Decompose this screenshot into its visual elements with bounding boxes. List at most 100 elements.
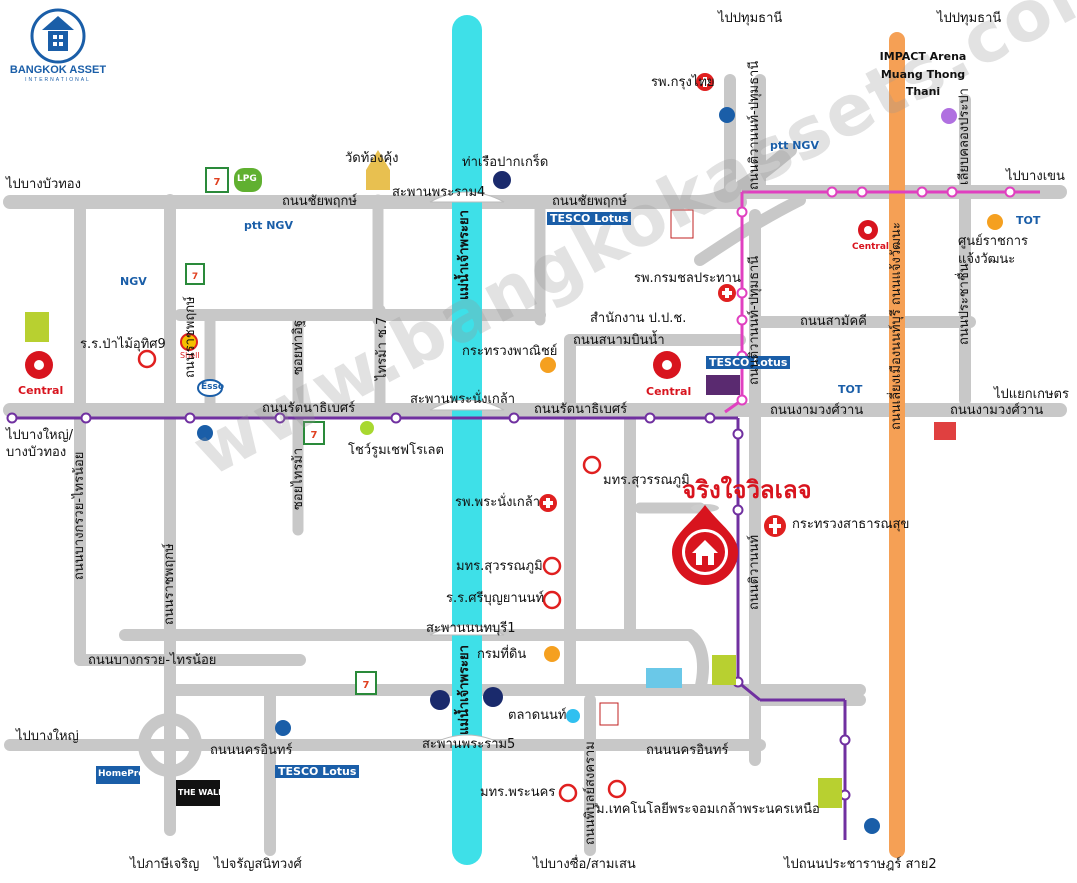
impact-dot	[941, 108, 957, 124]
logo-sub: INTERNATIONAL	[25, 77, 91, 83]
sainma-7-label: ไทรม้า ซ.7	[375, 316, 390, 380]
market-dot	[566, 709, 580, 723]
land-dept-label: กรมที่ดิน	[477, 647, 527, 662]
ptt-icons	[197, 107, 880, 834]
chaiyaphruek-1-label: ถนนชัยพฤกษ์	[282, 194, 357, 209]
university-icons	[542, 455, 627, 803]
to-bangkhen: ไปบางเขน	[1006, 169, 1065, 184]
to-phasicharoen: ไปภาษีเจริญ	[130, 857, 200, 872]
ngamwongwan-1-label: ถนนงามวงศ์วาน	[770, 403, 864, 418]
bridge-nangklao-label: สะพานพระนั่งเกล้า	[410, 392, 516, 407]
wat-tongkung-label: วัดท้องคุ้ง	[345, 151, 399, 166]
bangkruai-sainoi-v-label: ถนนบางกรวย-ไทรน้อย	[72, 451, 87, 580]
ngamwongwan-2-label: ถนนงามวงศ์วาน	[950, 403, 1044, 418]
thewalk: THE WALK	[178, 788, 225, 797]
chaengwattana-label: ถนนเลี่ยงเมืองนนท์บุรี ถนนแจ้งวัฒนะ	[889, 222, 904, 430]
store-icons: 7 7 7 7	[25, 150, 956, 808]
soi-sainma-label: ซอยไทรม้า	[291, 447, 306, 510]
tiwanon-1-label: ถนนติวานนท์-ปทุมธานี	[747, 60, 762, 190]
nakhon-in-1-label: ถนนนครอินทร์	[210, 743, 293, 758]
to-pathumthani-2: ไปปทุมธานี	[937, 11, 1002, 26]
road-network	[3, 74, 1067, 856]
chaiyaphruek-2-label: ถนนชัยพฤกษ์	[552, 194, 627, 209]
logo-name: BANGKOK ASSET	[9, 64, 107, 76]
suvarnabhumi-u-label: มทร.สุวรรณภูมิ	[456, 559, 543, 574]
svg-text:7: 7	[214, 177, 221, 188]
ratchaphruek-2-label: ถนนราชพฤกษ์	[162, 543, 177, 625]
hospital-icons	[539, 73, 786, 537]
pink-line-stations	[736, 186, 1016, 406]
liab-klong-label: เลียบคลองประปา	[957, 88, 972, 185]
office-pp-label: สำนักงาน ป.ป.ช.	[590, 311, 687, 326]
nonthaburi-market-label: ตลาดนนท์	[508, 708, 567, 723]
phibun-label: ถนนพิบูลย์สงคราม	[583, 741, 598, 845]
tot-1: TOT	[1016, 214, 1041, 227]
purple-line-stations	[6, 412, 851, 801]
to-bangyai: ไปบางใหญ่	[16, 729, 79, 744]
tot-2: TOT	[838, 383, 863, 396]
kmutnb-label: ม.เทคโนโลยีพระจอมเกล้าพระนครเหนือ	[596, 802, 820, 817]
svg-text:7: 7	[192, 272, 198, 282]
bridges	[429, 191, 505, 746]
nakhon-in-2-label: ถนนนครอินทร์	[646, 743, 729, 758]
project-name: จริงใจวิลเลจ	[682, 476, 812, 504]
to-prachaharat: ไปถนนประชาราษฎร์ สาย2	[784, 857, 937, 872]
chao-phraya-2-label: แม่น้ำเจ้าพระยา	[457, 645, 472, 735]
ratchaphruek-1-label: ถนนราชพฤกษ์	[183, 296, 198, 378]
ngv-3: NGV	[120, 275, 147, 288]
chevrolet-label: โชว์รูมเชฟโรเลต	[348, 443, 444, 458]
svg-text:7: 7	[311, 430, 318, 441]
to-bangbuathong: ไปบางบัวทอง	[6, 177, 81, 192]
sanambinnam-label: ถนนสนามบินน้ำ	[573, 333, 665, 348]
ptt-ngv-2: ptt NGV	[770, 139, 819, 152]
esso: Esso	[201, 382, 225, 392]
bangkruai-sainoi-label: ถนนบางกรวย-ไทรน้อย	[88, 653, 217, 668]
samakkhi-label: ถนนสามัคคี	[800, 314, 867, 329]
to-charansanitwong: ไปจรัญสนิทวงศ์	[214, 857, 302, 872]
health-ministry-label: กระทรวงสาธารณสุข	[792, 517, 910, 532]
bangkok-asset-logo	[30, 8, 86, 64]
gov-dots	[540, 214, 1003, 662]
purple-line	[12, 416, 847, 840]
to-yaek-kaset: ไปแยกเกษตร	[994, 387, 1069, 402]
rattanathibet-1-label: ถนนรัตนาธิเบศร์	[262, 401, 356, 416]
tesco-lotus-3: TESCO Lotus	[706, 356, 791, 369]
project-marker-icon	[672, 504, 738, 585]
bridge-nonthaburi1-label: สะพานนนทบุรี1	[426, 621, 516, 636]
chevrolet-dot	[360, 421, 374, 435]
to-bangyai-buathong: ไปบางใหญ่/ บางบัวทอง	[6, 428, 74, 460]
central-icon-dots	[34, 226, 872, 370]
soi-thaima-label: ซอยท่าอิฐ	[291, 319, 306, 375]
central-3: Central	[852, 242, 890, 252]
phra-nakhon-u-label: มทร.พระนคร	[480, 785, 556, 800]
tiwanon-2-label: ถนนติวานนท์-ปทุมธานี	[747, 255, 762, 385]
pracha-chuen-label: ถนนประชาชื่น	[957, 263, 972, 345]
hosp-chonprathan-label: รพ.กรมชลประทาน	[634, 271, 741, 286]
pa-mai-school-label: ร.ร.ป่าไม้อุทิศ9	[80, 337, 166, 352]
impact-label: IMPACT Arena Muang Thong Thani	[879, 50, 967, 99]
central-2: Central	[646, 385, 692, 398]
hosp-nangklao-label: รพ.พระนั่งเกล้า	[455, 495, 541, 510]
srinuchayanont-label: ร.ร.ศรีบุญยานนท์	[446, 591, 545, 606]
hosp-krungthai-label: รพ.กรุงไทย	[651, 75, 715, 90]
gov-center-label: ศูนย์ราชการ แจ้งวัฒนะ	[958, 234, 1029, 268]
svg-text:7: 7	[363, 680, 370, 691]
to-bangsue-samsen: ไปบางซื่อ/สามเสน	[533, 857, 636, 872]
homepro: HomePro	[98, 769, 145, 779]
bridge-rama5-label: สะพานพระราม5	[422, 737, 516, 752]
chao-phraya-1-label: แม่น้ำเจ้าพระยา	[457, 210, 472, 300]
tiwanon-3-label: ถนนติวานนท์	[747, 534, 762, 610]
pier-icons	[430, 171, 511, 710]
ptt-ngv-1: ptt NGV	[244, 219, 293, 232]
commerce-ministry-label: กระทรวงพาณิชย์	[462, 344, 558, 359]
shell: Shell	[180, 351, 200, 360]
lpg: LPG	[237, 174, 257, 184]
pakkret-pier-label: ท่าเรือปากเกร็ด	[462, 155, 549, 170]
school-icons	[137, 349, 562, 610]
tesco-lotus-1: TESCO Lotus	[547, 212, 632, 225]
central-1: Central	[18, 384, 64, 397]
sukhothai-u-label: มทร.สุวรรณภูมิ	[603, 473, 690, 488]
to-pathumthani-1: ไปปทุมธานี	[718, 11, 783, 26]
